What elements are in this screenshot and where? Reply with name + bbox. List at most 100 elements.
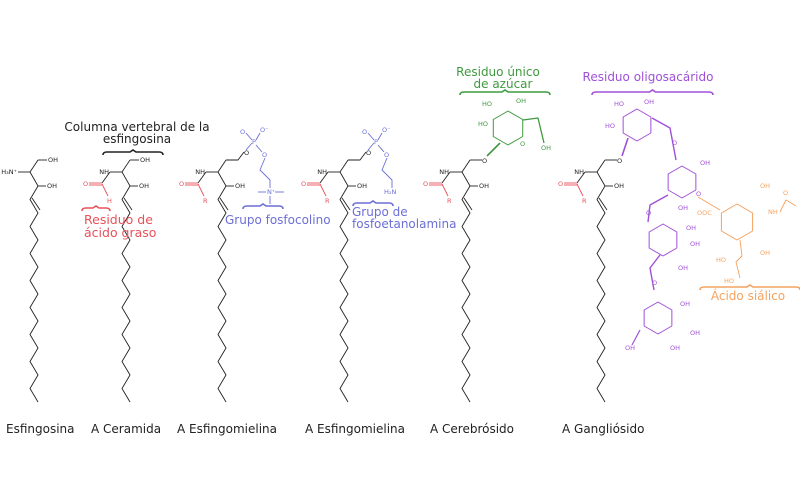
atom-label: OH <box>625 344 635 352</box>
bond <box>461 185 471 403</box>
bond <box>341 197 351 211</box>
atom-label: P <box>252 138 256 146</box>
atom-label: OH <box>516 97 526 105</box>
bond <box>576 183 584 197</box>
bond <box>651 117 677 161</box>
bond <box>339 171 349 187</box>
atom-label: P <box>374 138 378 146</box>
molecule-name-cerebroside: A Cerebrósido <box>430 422 514 436</box>
atom-label: OH <box>235 182 245 190</box>
sugar-residue-label-line1: Residuo único <box>456 65 540 79</box>
bond <box>121 171 131 187</box>
bond <box>217 171 227 187</box>
atom-label: HO <box>614 100 624 108</box>
bond <box>486 142 501 157</box>
atom-label: HO <box>605 122 615 130</box>
atom-label: O <box>301 180 306 188</box>
bond <box>29 185 39 403</box>
backbone-label-line1: Columna vertebral de la <box>64 120 209 134</box>
atom-label: R <box>203 197 208 205</box>
molecule-name-ganglioside: A Gangliósido <box>562 422 644 436</box>
brace-bracket <box>102 149 164 156</box>
bond <box>255 132 261 141</box>
bond <box>596 171 606 187</box>
bond <box>121 185 131 403</box>
bond <box>596 185 606 403</box>
atom-label: O <box>482 157 487 165</box>
bond <box>522 117 545 144</box>
atom-label: NH <box>195 168 205 176</box>
atom-label: HO <box>716 256 726 264</box>
bond <box>441 171 451 184</box>
bond <box>596 159 606 173</box>
bond <box>631 329 641 346</box>
bond <box>245 142 253 151</box>
molecule-name-sphingomyelin-1: A Esfingomielina <box>177 422 277 436</box>
atom-label: OH <box>140 156 150 164</box>
atom-label: OH <box>670 344 680 352</box>
phosphoethanolamine-label-line2: fosfoetanolamina <box>352 217 456 231</box>
atom-label: HO <box>478 120 488 128</box>
bond <box>576 171 586 184</box>
atom-label: O <box>783 189 788 197</box>
atom-label: O <box>672 139 677 147</box>
atom-label: O <box>262 151 267 159</box>
bond <box>492 110 524 146</box>
bond <box>101 183 109 197</box>
atom-label: OH <box>760 249 770 257</box>
atom-label: OH <box>139 182 149 190</box>
atom-label: O <box>423 180 428 188</box>
atom-label: O <box>179 180 184 188</box>
atom-label: OH <box>48 156 58 164</box>
atom-label: H <box>107 197 112 205</box>
atom-label: O <box>366 149 371 157</box>
phosphoethanolamine-label-line1: Grupo de <box>352 205 408 219</box>
bond <box>367 142 375 151</box>
bond <box>735 239 743 279</box>
atom-label: OH <box>541 144 551 152</box>
bond <box>667 165 697 199</box>
bond <box>219 197 229 211</box>
sugar-residue-label-line2: de azúcar <box>474 77 533 91</box>
bond <box>29 159 39 173</box>
atom-label: H₂N <box>384 188 396 196</box>
bond <box>381 157 393 188</box>
atom-label: R <box>582 197 587 205</box>
atom-label: NH <box>768 208 778 216</box>
bond <box>441 183 449 197</box>
atom-label: N⁺ <box>267 188 275 196</box>
bond <box>720 203 754 241</box>
bond <box>29 171 39 187</box>
bond <box>226 151 245 161</box>
fatty-acid-label-line1: Residuo de <box>84 212 153 227</box>
atom-label: O <box>520 140 525 148</box>
atom-label: NH <box>574 168 584 176</box>
bond <box>377 144 385 153</box>
brace-bracket <box>242 203 284 210</box>
atom-label: OH <box>47 182 57 190</box>
bond <box>319 171 329 184</box>
atom-label: R <box>325 197 330 205</box>
backbone-label-line2: esfingosina <box>103 132 171 146</box>
atom-label: OH <box>686 224 696 232</box>
atom-label: OH <box>479 182 489 190</box>
bond <box>463 197 473 211</box>
atom-label: R <box>447 197 452 205</box>
atom-label: OH <box>690 329 700 337</box>
brace-bracket <box>352 200 394 207</box>
atom-label: O <box>558 180 563 188</box>
bond <box>339 159 349 173</box>
brace-bracket <box>699 284 800 291</box>
atom-label: HO <box>724 277 734 285</box>
atom-label: H₃N⁺ <box>1 168 17 176</box>
atom-label: OH <box>700 159 710 167</box>
phosphocholine-label: Grupo fosfocolino <box>225 213 331 227</box>
bond <box>461 159 471 173</box>
bond <box>377 132 383 141</box>
bond <box>643 301 673 335</box>
bond <box>339 185 349 403</box>
atom-label: NH <box>439 168 449 176</box>
atom-label: OH <box>678 264 688 272</box>
